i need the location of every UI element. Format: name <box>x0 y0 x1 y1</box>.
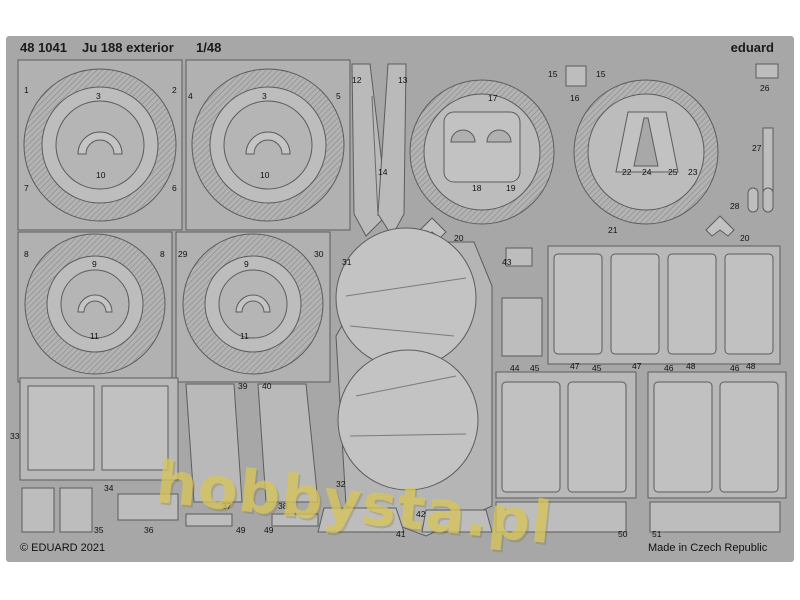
catalog-number: 48 1041 <box>20 40 67 55</box>
fret-artwork <box>17 59 787 537</box>
part-label: 19 <box>506 183 516 193</box>
part-label: 10 <box>96 170 106 180</box>
scale-label: 1/48 <box>196 40 222 55</box>
part-label: 38 <box>278 501 288 511</box>
part-label: 28 <box>730 201 740 211</box>
part-label: 1 <box>24 85 29 95</box>
part-label: 47 <box>570 361 580 371</box>
part-label: 51 <box>652 529 662 539</box>
part-label: 39 <box>238 381 248 391</box>
part-31-lower <box>337 349 479 491</box>
origin-label: Made in Czech Republic <box>648 542 768 554</box>
part-label: 14 <box>378 167 388 177</box>
part-label: 3 <box>96 91 101 101</box>
part-label: 49 <box>264 525 274 535</box>
part-label: 15 <box>548 69 558 79</box>
part-label: 2 <box>172 85 177 95</box>
part-label: 17 <box>488 93 498 103</box>
part-label: 6 <box>172 183 177 193</box>
part-label: 21 <box>608 225 618 235</box>
part-26 <box>755 63 779 79</box>
part-label: 7 <box>24 183 29 193</box>
part-label: 40 <box>262 381 272 391</box>
part-label: 16 <box>570 93 580 103</box>
part-label: 32 <box>336 479 346 489</box>
part-label: 37 <box>222 501 232 511</box>
hub-part-10-left <box>77 131 123 155</box>
strut-part-13 <box>377 63 407 237</box>
part-31-upper <box>335 227 477 369</box>
part-label: 47 <box>632 361 642 371</box>
part-36 <box>117 493 179 521</box>
part-label: 45 <box>530 363 540 373</box>
part-label: 3 <box>262 91 267 101</box>
part-label: 13 <box>398 75 408 85</box>
part-44 <box>501 297 543 357</box>
part-51 <box>649 501 781 533</box>
part-label: 26 <box>760 83 770 93</box>
part-label: 27 <box>752 143 762 153</box>
part-label: 5 <box>336 91 341 101</box>
part-label: 46 <box>730 363 740 373</box>
part-label: 15 <box>596 69 606 79</box>
part-label: 10 <box>260 170 270 180</box>
copyright-label: © EDUARD 2021 <box>20 542 106 554</box>
part-50 <box>495 501 627 533</box>
sheet-title: Ju 188 exterior <box>82 40 174 55</box>
part-42 <box>421 509 493 533</box>
part-28b <box>762 187 774 213</box>
part-38-40 <box>257 383 319 503</box>
part-27 <box>762 127 774 193</box>
part-label: 41 <box>396 529 406 539</box>
part-28a <box>747 187 759 213</box>
part-label: 22 <box>622 167 632 177</box>
part-label: 9 <box>244 259 249 269</box>
part-label: 29 <box>178 249 188 259</box>
part-label: 11 <box>240 331 249 341</box>
part-49a <box>185 513 233 527</box>
part-label: 30 <box>314 249 324 259</box>
part-label: 20 <box>454 233 464 243</box>
part-label: 9 <box>92 259 97 269</box>
part-label: 24 <box>642 167 652 177</box>
part-label: 34 <box>104 483 114 493</box>
part-label: 23 <box>688 167 698 177</box>
part-label: 33 <box>10 431 20 441</box>
part-label: 31 <box>342 257 352 267</box>
bracket-part-20-right <box>705 215 735 237</box>
part-label: 45 <box>592 363 602 373</box>
part-43 <box>505 247 533 267</box>
part-label: 46 <box>664 363 674 373</box>
photo-etch-fret <box>6 36 794 562</box>
part-label: 44 <box>510 363 520 373</box>
part-label: 8 <box>160 249 165 259</box>
part-label: 4 <box>188 91 193 101</box>
part-16 <box>565 65 587 87</box>
part-label: 25 <box>668 167 678 177</box>
part-label: 48 <box>686 361 696 371</box>
part-41 <box>317 507 405 533</box>
part-49b <box>271 513 319 527</box>
part-label: 20 <box>740 233 750 243</box>
part-37-39 <box>185 383 243 503</box>
part-label: 49 <box>236 525 246 535</box>
part-label: 12 <box>352 75 362 85</box>
part-label: 18 <box>472 183 482 193</box>
part-label: 42 <box>416 509 426 519</box>
brand-logo: eduard <box>730 40 774 55</box>
part-label: 48 <box>746 361 756 371</box>
part-label: 43 <box>502 257 512 267</box>
part-label: 50 <box>618 529 628 539</box>
part-label: 35 <box>94 525 104 535</box>
part-35b <box>59 487 93 533</box>
part-35a <box>21 487 55 533</box>
part-label: 8 <box>24 249 29 259</box>
part-label: 11 <box>90 331 99 341</box>
hub-part-10-right <box>245 131 291 155</box>
part-label: 36 <box>144 525 154 535</box>
